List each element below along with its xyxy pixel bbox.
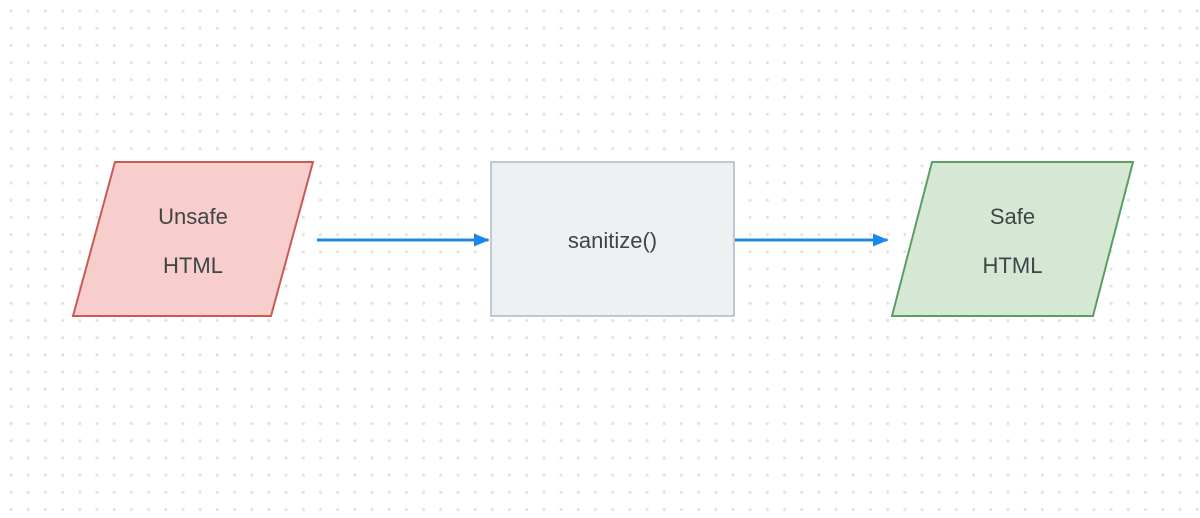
unsafe-html-label-line2: HTML <box>163 252 223 278</box>
safe-html-shape[interactable] <box>890 161 1135 317</box>
unsafe-html-shape[interactable] <box>71 161 315 317</box>
safe-html-label[interactable]: Safe HTML <box>903 192 1123 290</box>
unsafe-html-label[interactable]: Unsafe HTML <box>83 192 303 290</box>
safe-html-label-line2: HTML <box>982 252 1043 278</box>
unsafe-html-label-line1: Unsafe <box>158 203 228 229</box>
sanitize-shape[interactable] <box>490 161 735 317</box>
sanitize-label[interactable]: sanitize() <box>503 216 723 265</box>
sanitize-label-text: sanitize() <box>567 227 658 253</box>
safe-html-label-line1: Safe <box>989 203 1036 229</box>
